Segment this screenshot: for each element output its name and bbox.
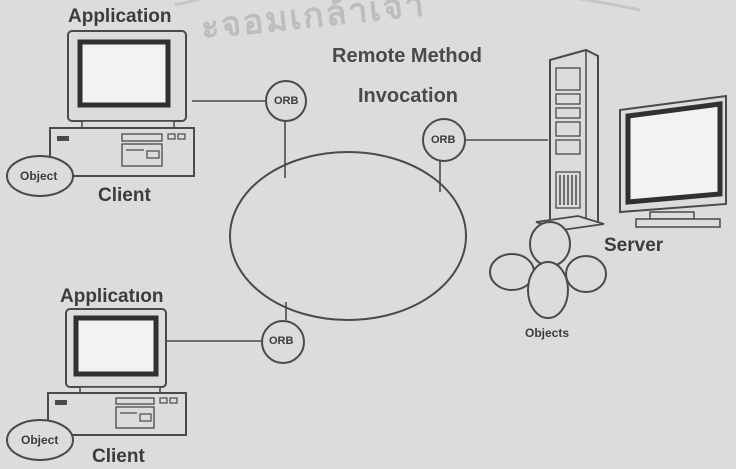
client-top-object-ellipse <box>6 155 74 197</box>
client-top-client-label: Client <box>98 185 151 206</box>
diagram-title-line2: Invocation <box>358 85 459 107</box>
server-label: Server <box>604 235 664 256</box>
client-bottom-application-label: Applicatıon <box>60 286 164 307</box>
network-cloud <box>229 151 467 321</box>
client-bottom-computer-icon <box>47 308 187 436</box>
orb-bottom-label: ORB <box>269 335 294 347</box>
client-bottom-object-ellipse <box>6 419 74 461</box>
client-top-object-label: Object <box>20 169 58 183</box>
orb-circle-server <box>422 118 466 162</box>
orb-circle-bottom <box>261 320 305 364</box>
orb-top-label: ORB <box>274 95 299 107</box>
client-bottom-object-label: Object <box>21 433 59 447</box>
server-tower-icon <box>535 48 605 232</box>
server-objects-cluster-icon <box>489 221 607 319</box>
orb-circle-top <box>265 80 307 122</box>
client-top-application-label: Application <box>68 6 172 27</box>
server-objects-label: Objects <box>525 326 570 340</box>
watermark-arc <box>174 0 641 12</box>
server-monitor-icon <box>619 94 727 228</box>
client-top-computer-icon <box>49 30 195 177</box>
diagram-title-line1: Remote Method <box>332 45 482 67</box>
client-bottom-client-label: Client <box>92 446 145 467</box>
orb-server-label: ORB <box>431 134 456 146</box>
